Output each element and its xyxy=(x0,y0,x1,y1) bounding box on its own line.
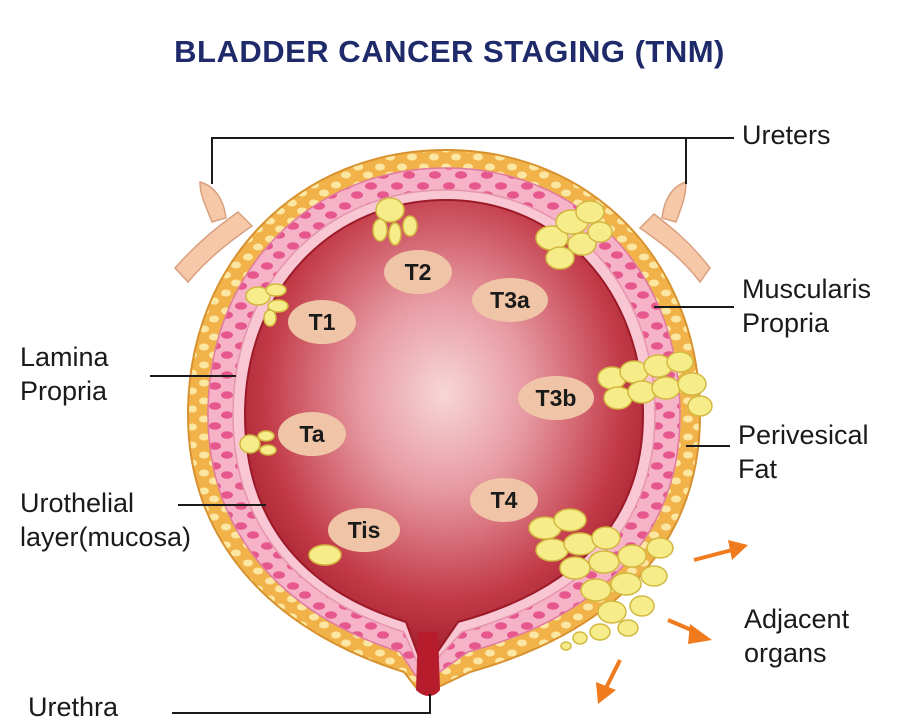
label-urothelial-layer: Urothelial layer(mucosa) xyxy=(20,486,191,554)
stage-t1: T1 xyxy=(309,309,336,335)
label-urethra: Urethra xyxy=(28,690,118,724)
stage-t2: T2 xyxy=(405,259,432,285)
label-ureters: Ureters xyxy=(742,118,831,152)
stage-t3a: T3a xyxy=(490,287,530,313)
label-perivesical-fat: Perivesical Fat xyxy=(738,418,869,486)
label-adjacent-organs: Adjacent organs xyxy=(744,602,849,670)
label-lamina-propria: Lamina Propria xyxy=(20,340,109,408)
stage-t4: T4 xyxy=(491,487,518,513)
stage-t3b: T3b xyxy=(536,385,577,411)
label-muscularis-propria: Muscularis Propria xyxy=(742,272,871,340)
stage-tis: Tis xyxy=(348,517,381,543)
stage-ta: Ta xyxy=(299,421,324,447)
